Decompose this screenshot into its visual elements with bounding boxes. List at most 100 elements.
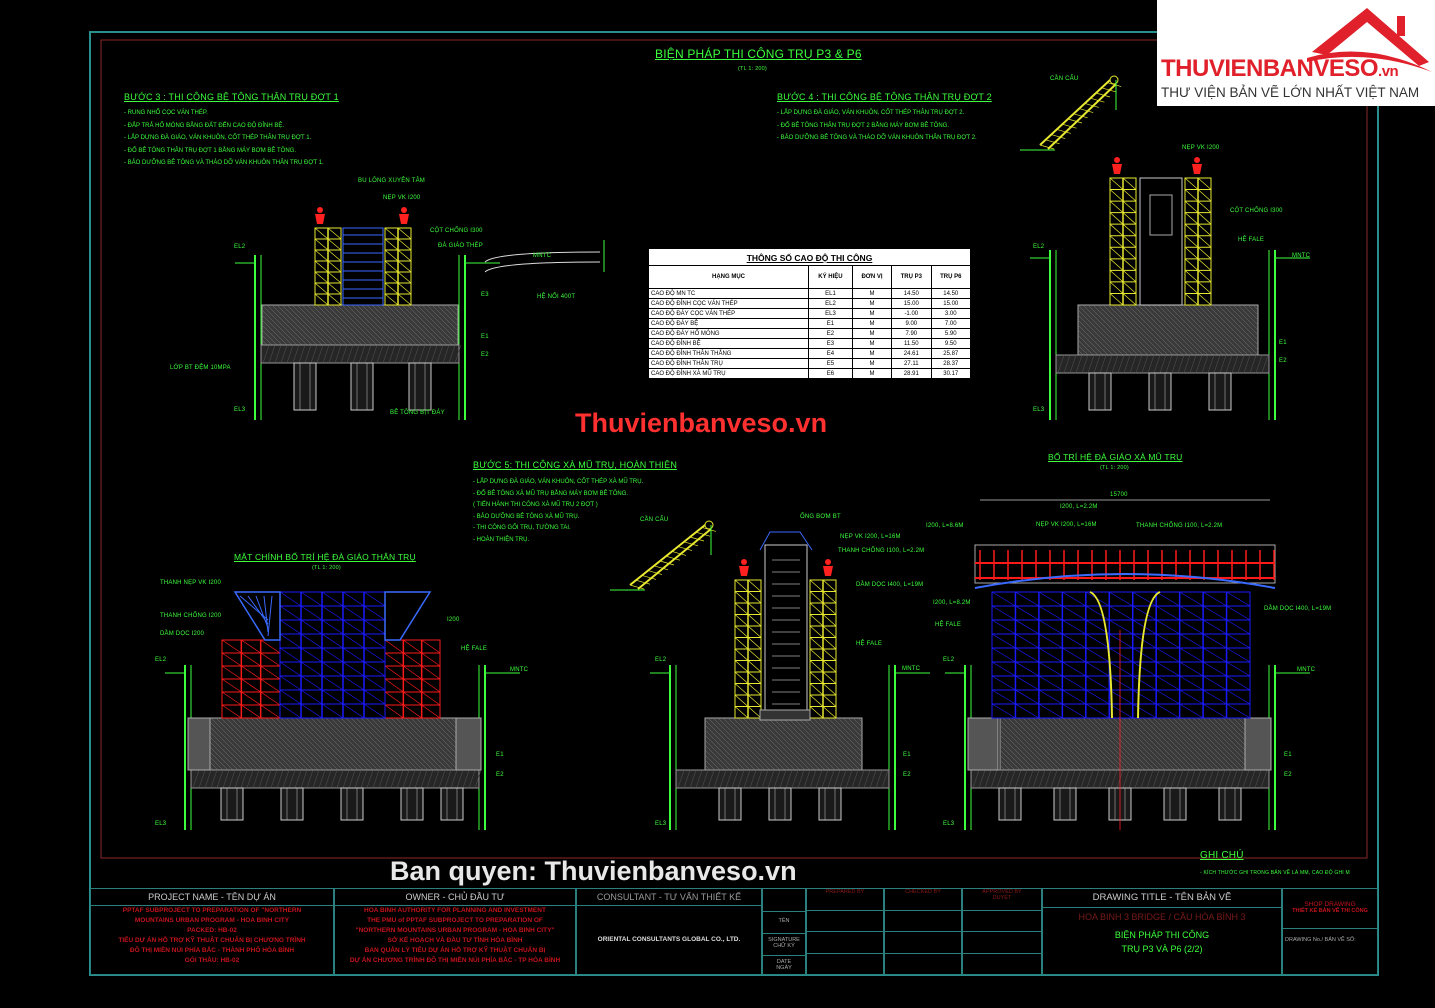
hatch — [707, 717, 761, 771]
scaffold-brace — [403, 639, 422, 654]
label: EL3 — [655, 821, 667, 827]
site-logo[interactable]: THUVIENBANVESO.vn THƯ VIỆN BẢN VẼ LỚN NH… — [1157, 0, 1435, 106]
hatch — [265, 717, 319, 771]
scaffold-brace — [1184, 270, 1199, 283]
scaffold-brace — [1202, 633, 1227, 649]
hatch — [972, 769, 980, 789]
pile — [440, 787, 464, 821]
scaffold-brace — [1197, 235, 1212, 248]
hatch — [216, 769, 224, 789]
hatch — [1097, 717, 1151, 771]
scaffold-brace — [363, 605, 386, 621]
scaffold-brace — [384, 282, 399, 295]
hatch — [857, 769, 865, 789]
hatch — [743, 769, 751, 789]
table-cell: 24.61 — [891, 348, 932, 359]
scaffold-brace — [734, 614, 749, 627]
scaffold-brace — [1109, 189, 1124, 202]
table-cell: 28.37 — [930, 358, 972, 369]
hatch — [360, 717, 414, 771]
hatch — [432, 769, 440, 789]
hatch — [1092, 304, 1144, 356]
scaffold-brace — [241, 678, 261, 693]
scaffold-brace — [809, 694, 824, 707]
hatch — [704, 719, 756, 771]
hatch — [852, 717, 863, 728]
scaffold-brace — [822, 660, 837, 673]
crane-boom — [1039, 79, 1111, 146]
scaffold-brace — [263, 595, 269, 633]
hatch — [683, 769, 691, 789]
hatch — [266, 304, 308, 346]
hatch — [261, 339, 268, 346]
scaffold-brace — [363, 633, 386, 649]
label: E1 — [496, 752, 504, 758]
hatch — [394, 344, 402, 364]
scaffold-brace — [260, 678, 281, 693]
hatch — [1087, 354, 1095, 374]
scaffold-brace — [1202, 661, 1227, 677]
table-cell: CAO ĐỘ ĐỈNH THÂN THẲNG — [648, 348, 809, 359]
scaffold-brace — [1062, 675, 1086, 691]
project-line: GÓI THẦU: HB-02 — [184, 957, 240, 964]
scaffold-brace — [1179, 619, 1204, 635]
owner-line: BAN QUẢN LÝ TIỂU DỰ ÁN HỖ TRỢ KỸ THUẬT C… — [364, 947, 546, 954]
scaffold-brace — [1122, 212, 1137, 225]
scaffold-brace — [734, 591, 749, 604]
table-cell: 5.90 — [930, 328, 972, 339]
scaffold-brace — [384, 249, 399, 262]
scaffold-brace — [1122, 177, 1137, 190]
hatch — [261, 319, 288, 346]
hatch — [448, 344, 456, 364]
hatch — [732, 717, 786, 771]
label: DẦM DỌC I400, L=19M — [1264, 606, 1332, 612]
hatch — [451, 304, 459, 312]
hatch — [380, 717, 434, 771]
step4-heading: BƯỚC 4 : THI CÔNG BỆ TÔNG THÂN TRỤ ĐỢT 2 — [777, 92, 992, 102]
scaffold-brace — [1179, 703, 1204, 719]
step3-heading: BƯỚC 3 : THI CÔNG BỆ TÔNG THÂN TRỤ ĐỢT 1 — [124, 92, 339, 102]
scaffold-brace — [397, 282, 412, 295]
scaffold-brace — [1062, 591, 1086, 607]
hatch — [701, 769, 709, 789]
scaffold-brace — [1132, 661, 1157, 677]
hatch — [474, 769, 482, 789]
hatch — [1142, 717, 1196, 771]
label: MNTC — [1297, 667, 1316, 673]
crane-lattice — [1090, 97, 1105, 103]
crane-lattice — [635, 579, 651, 585]
hatch — [1008, 769, 1016, 789]
scaffold-brace — [1197, 247, 1212, 260]
scaffold-brace — [1156, 619, 1180, 635]
column-header: KÝ HIỆU — [808, 265, 853, 289]
hatch — [1162, 717, 1216, 771]
scaffold-brace — [1109, 689, 1133, 705]
hatch — [1007, 717, 1061, 771]
hatch — [408, 769, 416, 789]
label: E3 — [481, 292, 489, 298]
hatch — [761, 769, 769, 789]
hatch — [1128, 769, 1136, 789]
table-cell: CAO ĐỘ ĐÁY HỐ MÓNG — [648, 328, 809, 339]
hatch — [704, 734, 741, 771]
hatch — [737, 769, 745, 789]
hatch — [240, 769, 248, 789]
hatch — [346, 344, 354, 364]
scaffold-brace — [327, 249, 342, 262]
pile — [340, 787, 364, 821]
hatch — [301, 304, 343, 346]
hatch — [1187, 717, 1241, 771]
hatch — [722, 717, 776, 771]
note-line: - LẮP DỰNG ĐÀ GIÁO, VÁN KHUÔN, CỐT THÉP … — [124, 135, 312, 141]
hatch — [351, 304, 393, 346]
table-cell: 14.50 — [930, 288, 972, 299]
table-cell: M — [851, 368, 893, 379]
table-cell: CAO ĐỘ MN TC — [648, 288, 809, 299]
project-cell: PROJECT NAME - TÊN DỰ ÁN PPTAF SUBPROJEC… — [90, 888, 334, 975]
worker-icon — [825, 559, 831, 565]
scaffold-brace — [822, 625, 837, 638]
label: EL2 — [155, 657, 167, 663]
scaffold-brace — [1132, 675, 1157, 691]
hatch — [410, 717, 461, 768]
scaffold-brace — [747, 694, 762, 707]
